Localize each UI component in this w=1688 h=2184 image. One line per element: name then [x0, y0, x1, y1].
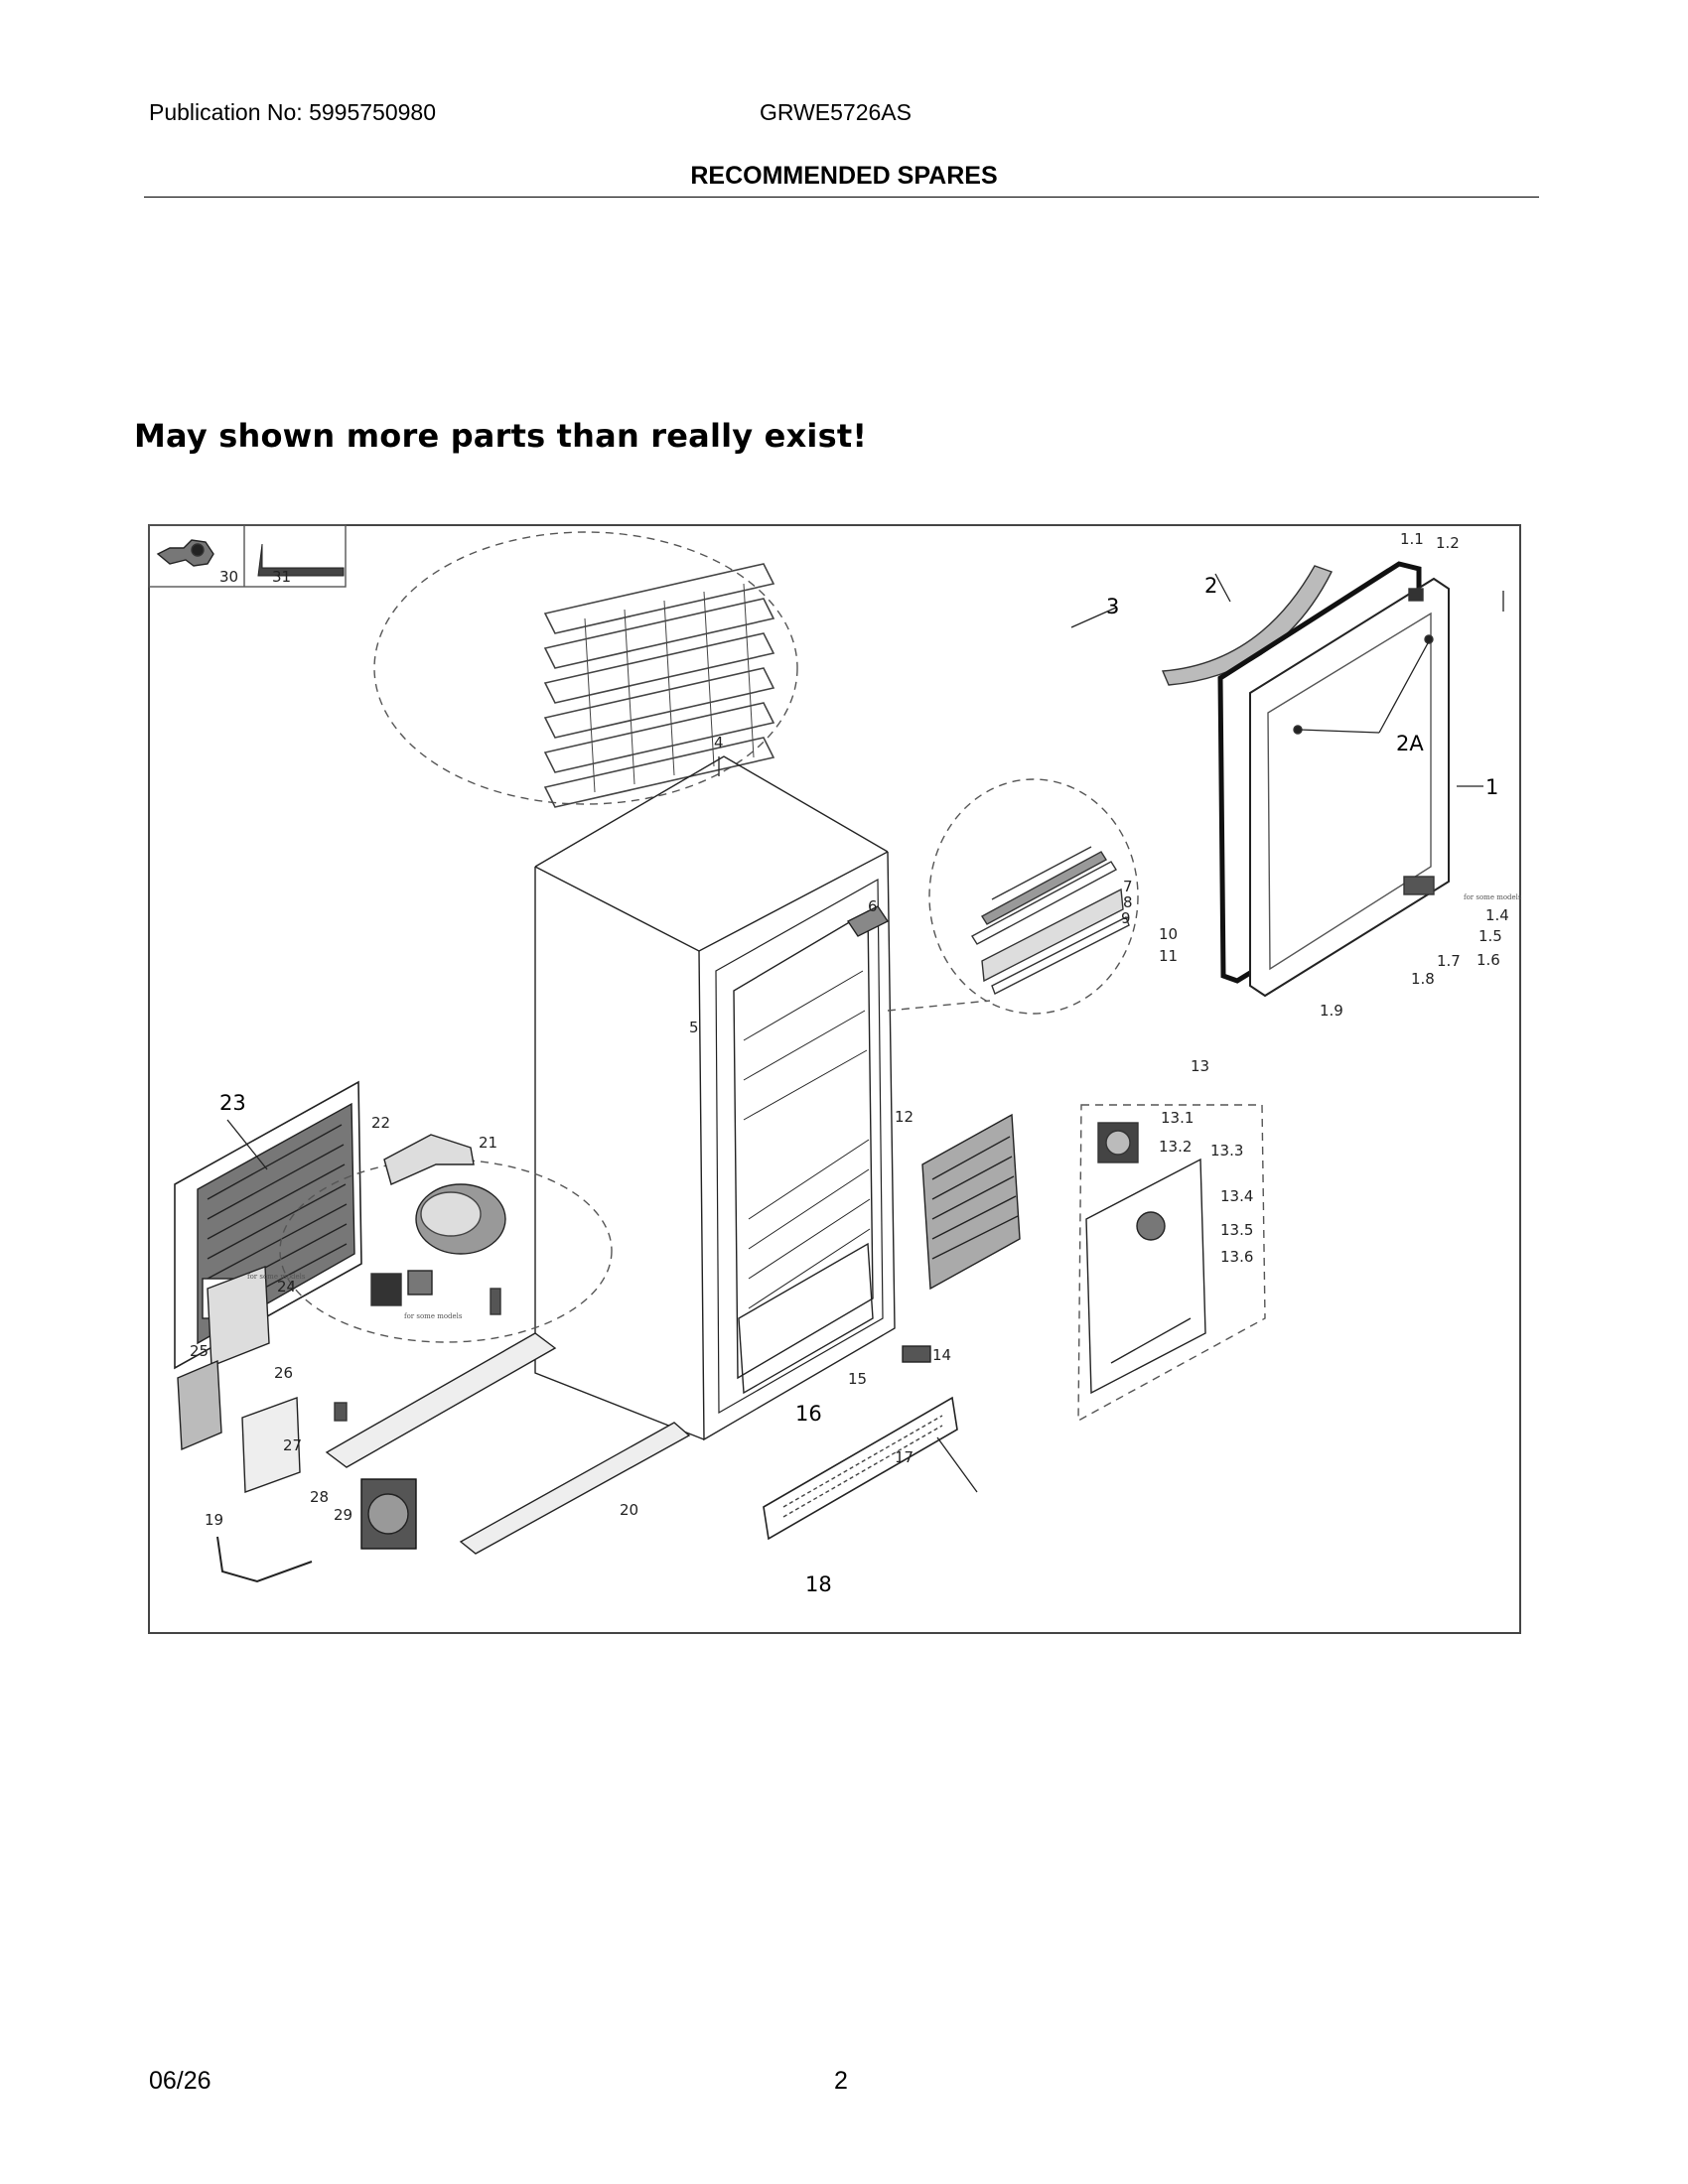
light-module-cluster	[928, 778, 1139, 1015]
callout-1-9: 1.9	[1320, 1002, 1343, 1020]
callout-29: 29	[334, 1506, 352, 1524]
callout-labels: 1.1 1.2 2 3 2A 1 4 6 7 8 9 10 11 1.4 1.5…	[190, 530, 1522, 1596]
section-title: RECOMMENDED SPARES	[690, 162, 998, 190]
callout-8: 8	[1123, 893, 1133, 911]
callout-26: 26	[274, 1364, 293, 1382]
callout-25: 25	[190, 1342, 209, 1360]
note-some-models-door: for some models	[1464, 893, 1522, 901]
callout-5: 5	[689, 1019, 699, 1036]
callout-17: 17	[895, 1448, 914, 1466]
board-26	[241, 1397, 301, 1493]
callout-22: 22	[371, 1114, 390, 1132]
parts-note: May shown more parts than really exist!	[134, 417, 868, 455]
callout-13: 13	[1191, 1057, 1209, 1075]
note-some-models-compressor: for some models	[404, 1312, 463, 1320]
callout-13-4: 13.4	[1220, 1187, 1253, 1205]
exploded-parts-diagram: 30 31	[148, 524, 1522, 1634]
cabinet-body	[534, 755, 896, 1441]
power-cord	[216, 1536, 313, 1583]
callout-19: 19	[205, 1511, 223, 1529]
callout-10: 10	[1159, 925, 1178, 943]
header-divider	[144, 197, 1539, 198]
callout-15: 15	[848, 1370, 867, 1388]
board-24	[207, 1266, 270, 1368]
callout-20: 20	[620, 1501, 638, 1519]
callout-4: 4	[714, 734, 724, 751]
callout-1-5: 1.5	[1478, 927, 1502, 945]
kick-plate	[763, 1396, 958, 1541]
callout-7: 7	[1123, 878, 1133, 895]
note-some-models-rear: for some models	[247, 1273, 306, 1281]
callout-1-8: 1.8	[1411, 970, 1435, 988]
part-22-cover	[383, 1134, 475, 1185]
inset-box: 30 31	[148, 524, 347, 588]
callout-1-1: 1.1	[1400, 530, 1424, 548]
callout-9: 9	[1121, 909, 1131, 927]
callout-27: 27	[283, 1436, 302, 1454]
callout-1-7: 1.7	[1437, 952, 1461, 970]
callout-1-2: 1.2	[1436, 534, 1460, 552]
callout-2: 2	[1204, 574, 1217, 598]
callout-23: 23	[219, 1091, 246, 1115]
callout-3: 3	[1106, 595, 1119, 618]
evaporator-12	[921, 1113, 1021, 1291]
door-assembly	[1217, 561, 1450, 998]
top-hinge	[846, 905, 890, 937]
callout-16: 16	[795, 1402, 822, 1426]
leader-lines	[226, 573, 1504, 1493]
callout-13-1: 13.1	[1161, 1109, 1194, 1127]
callout-12: 12	[895, 1108, 914, 1126]
inset-label-31: 31	[272, 568, 291, 586]
page-number: 2	[834, 2067, 848, 2095]
dashed-leader-light	[887, 1000, 991, 1012]
callout-28: 28	[310, 1488, 329, 1506]
callout-11: 11	[1159, 947, 1178, 965]
cooling-module-13	[1077, 1104, 1266, 1423]
callout-1-6: 1.6	[1477, 951, 1500, 969]
publication-number: Publication No: 5995750980	[149, 99, 437, 125]
inset-label-30: 30	[219, 568, 238, 586]
callout-13-3: 13.3	[1210, 1142, 1243, 1160]
callout-6: 6	[868, 897, 878, 915]
diagram-frame	[148, 524, 1521, 1634]
callout-14: 14	[932, 1346, 951, 1364]
shelf-cluster	[373, 531, 798, 808]
callout-13-2: 13.2	[1159, 1138, 1192, 1156]
board-25	[177, 1359, 222, 1451]
callout-1-4: 1.4	[1485, 906, 1509, 924]
base-rail-rear	[459, 1422, 691, 1555]
model-number: GRWE5726AS	[760, 99, 912, 125]
callout-13-5: 13.5	[1220, 1221, 1253, 1239]
callout-2A: 2A	[1396, 732, 1424, 755]
footer-date: 06/26	[149, 2067, 211, 2095]
callout-1: 1	[1485, 775, 1498, 799]
callout-18: 18	[805, 1572, 832, 1596]
base-rail-front	[325, 1332, 557, 1468]
callout-24: 24	[277, 1278, 296, 1296]
callout-21: 21	[479, 1134, 497, 1152]
callout-13-6: 13.6	[1220, 1248, 1253, 1266]
